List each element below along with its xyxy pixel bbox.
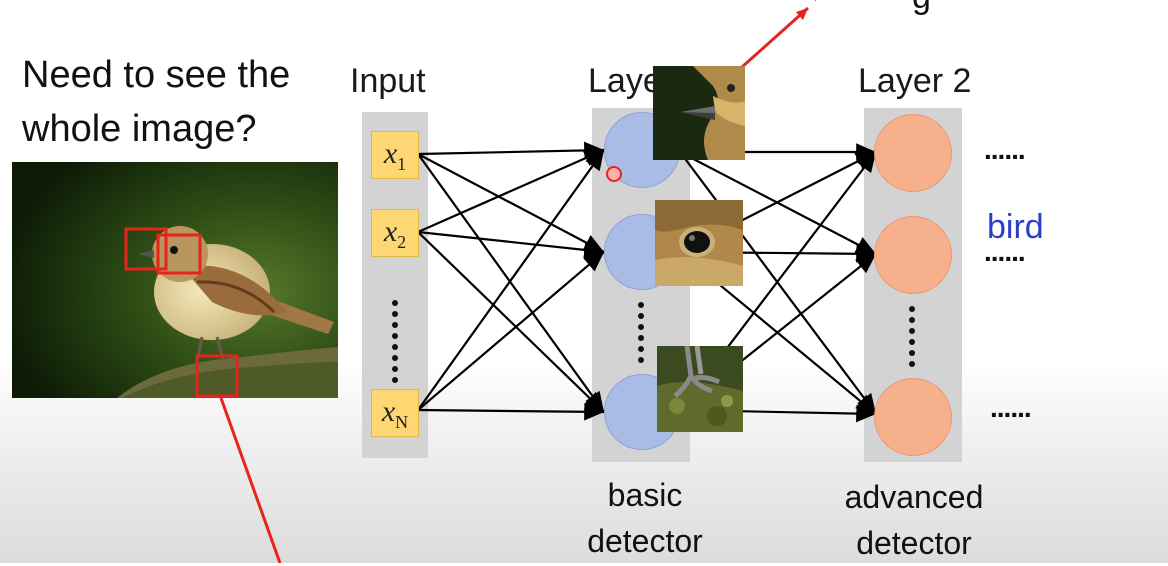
input-to-layer1-arrows (417, 141, 605, 421)
layer2-caption-line-1: advanced (844, 479, 984, 515)
output-ellipsis-3: ...... (990, 392, 1032, 423)
bird-label: bird (987, 208, 1044, 246)
question-text: Need to see the whole image? (22, 48, 290, 156)
layer2-node-2 (874, 216, 952, 294)
red-pointer-bottom (219, 397, 282, 563)
eye-patch-image (655, 200, 743, 286)
layer1-caption-line-2: detector (587, 523, 703, 559)
layer1-vertical-ellipsis (636, 302, 646, 368)
bird-photo (12, 162, 338, 398)
layer1-caption: basic detector (560, 472, 730, 564)
output-ellipsis-1: ...... (984, 134, 1026, 165)
cursor-dot-icon (606, 166, 622, 182)
red-pointer-top (732, 6, 809, 77)
input-xN: xN (371, 389, 419, 437)
layer2-vertical-ellipsis (907, 306, 917, 372)
layer2-node-1 (874, 114, 952, 192)
cropped-top-text: g (912, 0, 931, 17)
beak-patch-image (653, 66, 745, 160)
claw-patch-image (657, 346, 743, 432)
layer2-caption-line-2: detector (856, 525, 972, 561)
bird-illustration (12, 162, 338, 398)
input-header: Input (350, 62, 426, 100)
input-x1: x1 (371, 131, 419, 179)
layer1-header: Laye (588, 62, 662, 100)
layer1-caption-line-1: basic (607, 477, 683, 513)
layer2-header: Layer 2 (858, 62, 972, 100)
output-ellipsis-2: ...... (984, 236, 1026, 267)
input-x2: x2 (371, 209, 419, 257)
input-vertical-ellipsis (390, 300, 400, 388)
red-arrowhead (796, 8, 808, 20)
question-line-1: Need to see the (22, 54, 291, 96)
layer1-to-layer2-arrows (679, 143, 877, 423)
layer2-caption: advanced detector (826, 474, 1002, 566)
layer2-node-n (874, 378, 952, 456)
question-line-2: whole image? (22, 108, 257, 150)
